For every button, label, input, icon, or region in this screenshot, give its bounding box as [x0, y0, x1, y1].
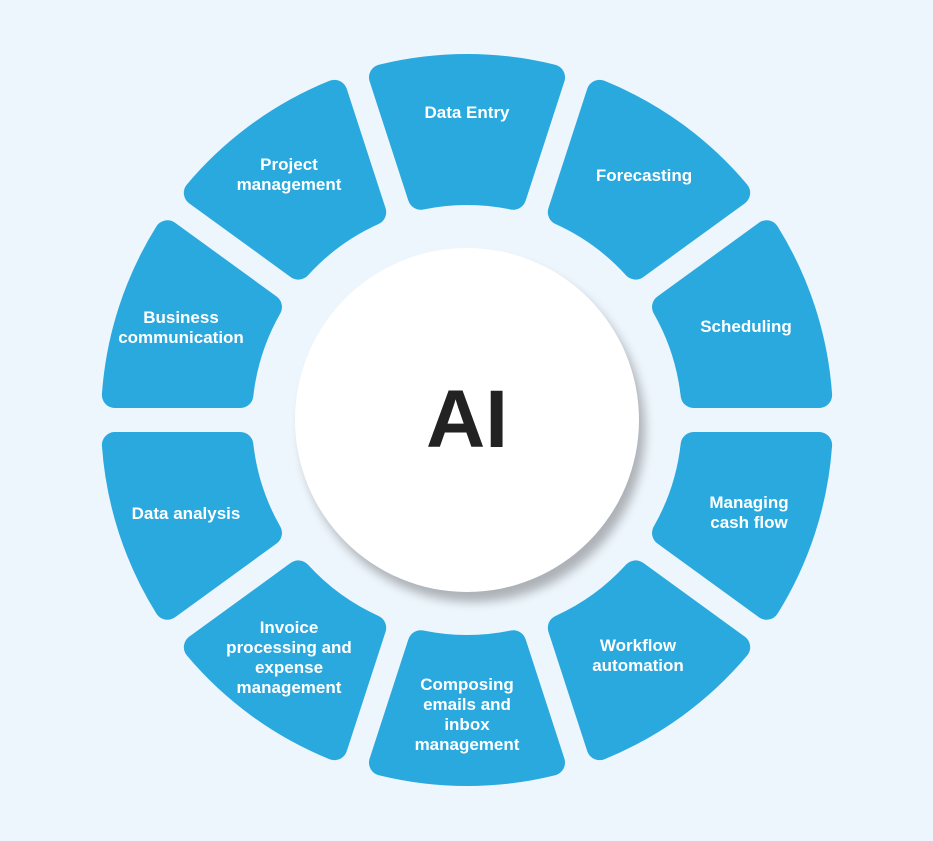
center-circle: AI: [295, 248, 639, 592]
ring-segment: [652, 432, 833, 620]
ring-segment: [183, 560, 387, 761]
segment-label-workflow-automation: Workflow automation: [592, 636, 684, 675]
ring-segment: [101, 220, 282, 408]
ring-segment: [652, 220, 833, 408]
segment-label-data-entry: Data Entry: [424, 103, 510, 122]
segment-label-business-communication: Business communication: [118, 308, 244, 347]
ring-segment: [101, 432, 282, 620]
segment-label-project-management: Project management: [236, 155, 342, 194]
segment-label-scheduling: Scheduling: [700, 317, 792, 336]
ring-segment: [183, 79, 387, 280]
ring-segment: [547, 560, 751, 761]
ring-segment: [547, 79, 751, 280]
segment-label-data-analysis: Data analysis: [131, 504, 241, 523]
center-label: AI: [426, 374, 508, 465]
segment-label-forecasting: Forecasting: [595, 166, 693, 185]
segment-label-composing-emails: Composing emails and inbox management: [414, 675, 520, 754]
segment-label-managing-cash-flow: Managing cash flow: [709, 493, 789, 532]
segment-label-invoice-processing: Invoice processing and expense managemen…: [226, 618, 352, 697]
ring-segment: [368, 630, 566, 786]
ring-segment: [368, 54, 566, 210]
